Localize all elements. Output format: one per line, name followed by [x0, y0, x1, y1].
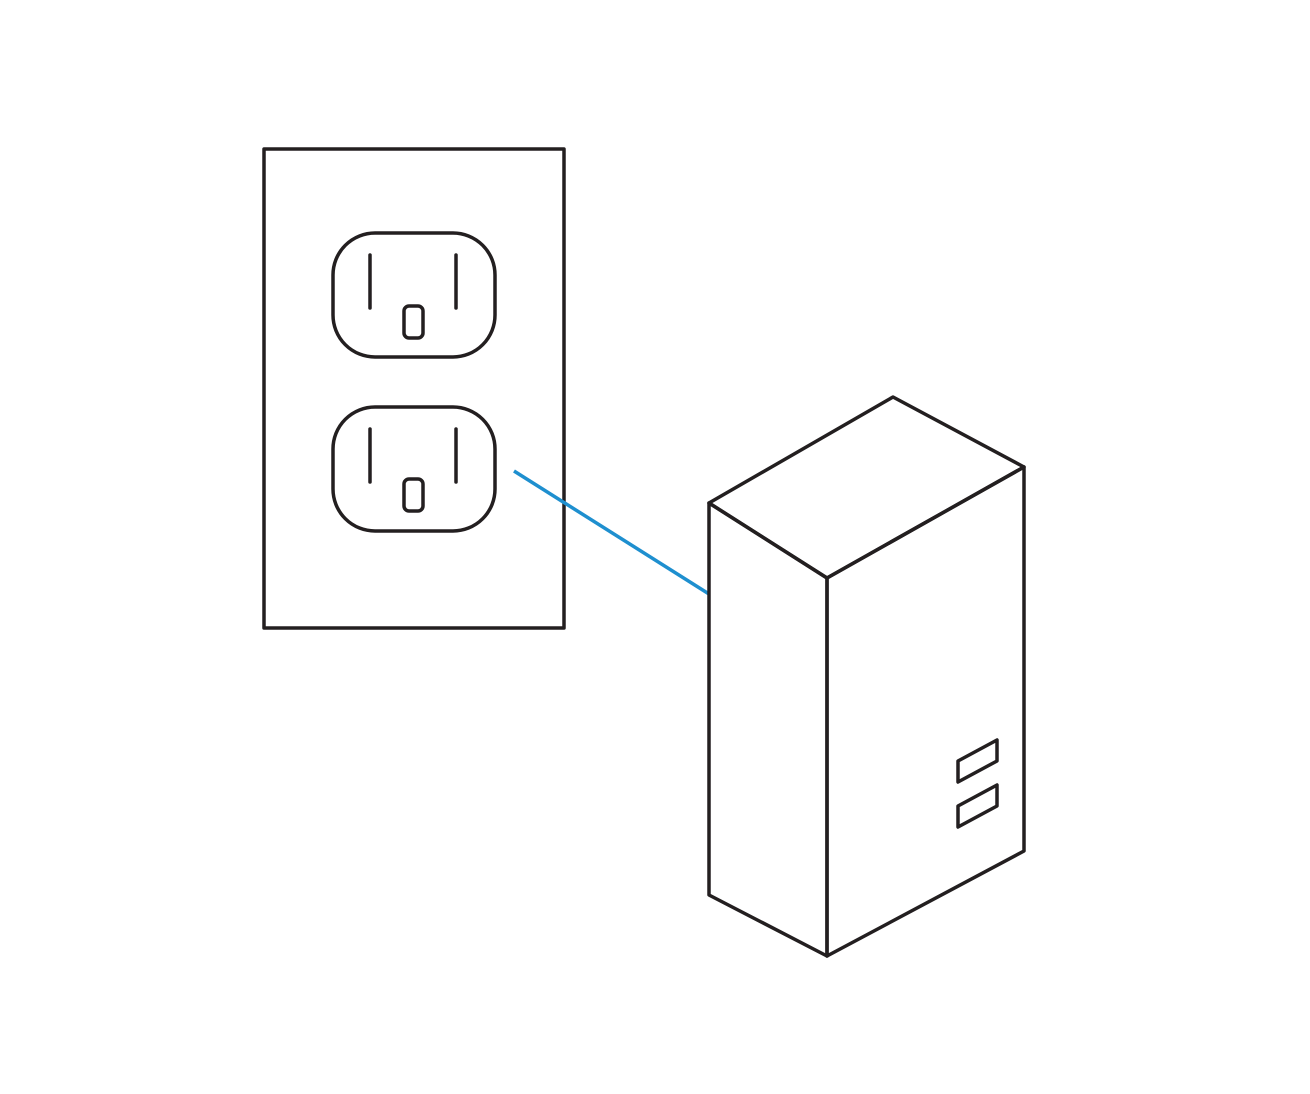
lower-receptacle-face [331, 405, 497, 533]
adapter-lower-port [956, 783, 999, 829]
adapter-upper-port [956, 738, 999, 784]
adapter-box [707, 395, 1026, 958]
upper-receptacle-face [331, 231, 497, 359]
connection-cable [513, 469, 710, 596]
upper-receptacle [331, 231, 497, 359]
outlet-plate [262, 147, 566, 630]
lower-receptacle [331, 405, 497, 533]
upper-ground-hole [402, 304, 425, 340]
adapter-box-left-face [707, 501, 829, 958]
adapter-box-top [707, 395, 1026, 580]
lower-ground-hole [402, 477, 425, 513]
adapter-box-right-face [825, 465, 1026, 958]
